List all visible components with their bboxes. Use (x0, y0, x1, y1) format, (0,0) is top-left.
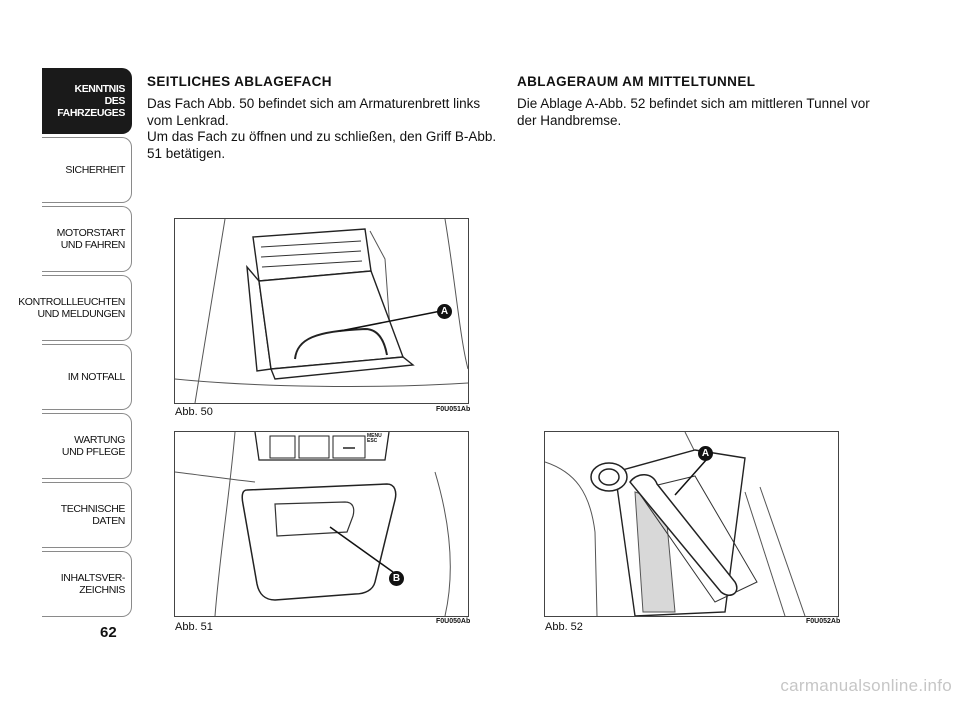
tab-kontrollleuchten[interactable]: KONTROLLLEUCHTEN UND MELDUNGEN (18, 275, 132, 341)
tab-motorstart[interactable]: MOTORSTART UND FAHREN (42, 206, 132, 272)
tab-inhaltsverzeichnis[interactable]: INHALTSVER- ZEICHNIS (42, 551, 132, 617)
tab-label: SICHERHEIT (65, 164, 125, 176)
panel-menu-esc-label: MENU ESC (367, 433, 382, 444)
center-tunnel-storage-illustration (545, 432, 806, 616)
tab-im-notfall[interactable]: IM NOTFALL (42, 344, 132, 410)
left-body: Das Fach Abb. 50 befindet sich am Armatu… (147, 96, 502, 162)
watermark: carmanualsonline.info (780, 676, 952, 695)
figure-caption-abb-51: Abb. 51 (175, 621, 213, 633)
tab-sicherheit[interactable]: SICHERHEIT (42, 137, 132, 203)
tab-kenntnis[interactable]: KENNTNIS DES FAHRZEUGES (42, 68, 132, 134)
glove-compartment-closed-illustration (175, 432, 451, 616)
figure-caption-abb-50: Abb. 50 (175, 406, 213, 418)
figure-abb-52: A (544, 431, 839, 617)
tab-label: KONTROLLLEUCHTEN UND MELDUNGEN (18, 296, 125, 320)
figure-code-f0u052ab: F0U052Ab (806, 618, 841, 625)
tab-label: MOTORSTART UND FAHREN (56, 227, 126, 251)
tab-label: KENNTNIS DES FAHRZEUGES (57, 83, 125, 119)
glove-compartment-open-illustration (175, 219, 468, 403)
right-paragraph-1: Die Ablage A-Abb. 52 befindet sich am mi… (517, 96, 870, 128)
marker-b-badge: B (389, 571, 404, 586)
page-number: 62 (100, 624, 117, 641)
figure-abb-51: MENU ESC B (174, 431, 469, 617)
tab-label: WARTUNG UND PFLEGE (61, 434, 126, 458)
marker-a-badge: A (437, 304, 452, 319)
section-heading-ablageraum: ABLAGERAUM AM MITTELTUNNEL (517, 74, 756, 89)
tab-label: TECHNISCHE DATEN (60, 503, 126, 527)
marker-a-badge: A (698, 446, 713, 461)
section-heading-seitliches-ablagefach: SEITLICHES ABLAGEFACH (147, 74, 332, 89)
figure-code-f0u050ab: F0U050Ab (436, 618, 471, 625)
left-paragraph-2: Um das Fach zu öffnen und zu schließen, … (147, 129, 497, 161)
figure-abb-50: A (174, 218, 469, 404)
figure-caption-abb-52: Abb. 52 (545, 621, 583, 633)
right-body: Die Ablage A-Abb. 52 befindet sich am mi… (517, 96, 877, 129)
tab-technische-daten[interactable]: TECHNISCHE DATEN (42, 482, 132, 548)
left-paragraph-1: Das Fach Abb. 50 befindet sich am Armatu… (147, 96, 481, 128)
tab-label: IM NOTFALL (67, 371, 126, 383)
figure-code-f0u051ab: F0U051Ab (436, 406, 471, 413)
tab-label: INHALTSVER- ZEICHNIS (60, 572, 126, 596)
tab-wartung[interactable]: WARTUNG UND PFLEGE (42, 413, 132, 479)
